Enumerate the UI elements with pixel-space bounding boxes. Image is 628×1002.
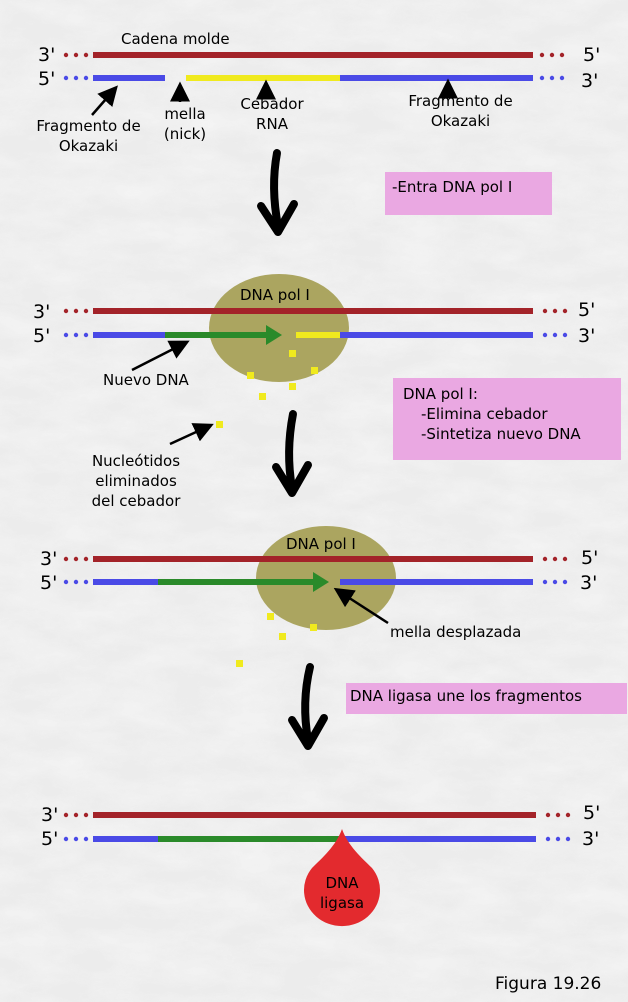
five-prime-label: 5' — [40, 572, 58, 594]
three-prime-right-label: 3' — [582, 828, 600, 850]
down-arrow-1 — [270, 149, 282, 230]
okazaki-left-label: Fragmento de Okazaki — [36, 117, 141, 155]
dna-pol-i-enzyme — [209, 274, 349, 382]
down-arrow-2 — [285, 410, 297, 492]
five-prime-right-label: 5' — [578, 299, 596, 321]
template-strand — [63, 52, 565, 58]
nick-label: mella (nick) — [163, 105, 207, 143]
three-prime-right-label: 3' — [578, 325, 596, 347]
panel-4 — [63, 812, 571, 927]
dna-pol-i-label: DNA pol I — [240, 286, 310, 304]
displaced-nick-arrow — [333, 587, 389, 625]
dna-ligase-enzyme — [303, 829, 380, 927]
five-prime-right-label: 5' — [583, 44, 601, 66]
dna-ligase-label: DNA ligasa — [319, 874, 365, 912]
displaced-nick-label: mella desplazada — [390, 623, 522, 641]
three-prime-label: 3' — [38, 44, 56, 66]
panel-2 — [63, 274, 568, 497]
template-strand — [63, 308, 568, 314]
lagging-strand — [63, 836, 571, 842]
three-prime-label: 3' — [41, 804, 59, 826]
panel-1 — [63, 52, 565, 236]
five-prime-right-label: 5' — [581, 547, 599, 569]
five-prime-right-label: 5' — [583, 802, 601, 824]
three-prime-label: 3' — [33, 301, 51, 323]
step-1-box: -Entra DNA pol I — [385, 172, 552, 215]
step-3-box: DNA ligasa une los fragmentos — [346, 683, 627, 714]
template-strand-label: Cadena molde — [121, 30, 230, 48]
new-dna-label: Nuevo DNA — [103, 371, 189, 389]
lagging-strand — [63, 75, 565, 81]
step-2-item: -Sintetiza nuevo DNA — [421, 425, 581, 443]
nucleotides-arrow — [169, 423, 214, 446]
lagging-strand — [63, 325, 568, 345]
lagging-strand — [63, 572, 568, 592]
step-2-title: DNA pol I: — [403, 385, 478, 403]
dna-pol-i-label: DNA pol I — [286, 535, 356, 553]
released-nucleotides — [236, 613, 317, 667]
three-prime-right-label: 3' — [580, 572, 598, 594]
five-prime-label: 5' — [38, 68, 56, 90]
figure-caption: Figura 19.26 — [495, 974, 602, 994]
dna-pol-i-enzyme — [256, 526, 396, 630]
released-nucleotides — [216, 350, 318, 428]
step-2-box: DNA pol I: -Elimina cebador -Sintetiza n… — [393, 378, 621, 460]
removed-nucleotides-label: Nucleótidos eliminados del cebador — [91, 452, 181, 510]
three-prime-label: 3' — [40, 548, 58, 570]
primer-label: Cebador RNA — [240, 95, 304, 133]
okazaki-left-arrow — [91, 85, 118, 116]
five-prime-label: 5' — [33, 325, 51, 347]
okazaki-right-label: Fragmento de Okazaki — [408, 92, 513, 130]
down-arrow-3 — [301, 663, 314, 744]
template-strand — [63, 812, 571, 818]
three-prime-right-label: 3' — [581, 70, 599, 92]
new-dna-arrow — [131, 340, 190, 372]
five-prime-label: 5' — [41, 828, 59, 850]
panel-3 — [63, 526, 568, 750]
step-2-item: -Elimina cebador — [421, 405, 548, 423]
template-strand — [63, 556, 568, 562]
